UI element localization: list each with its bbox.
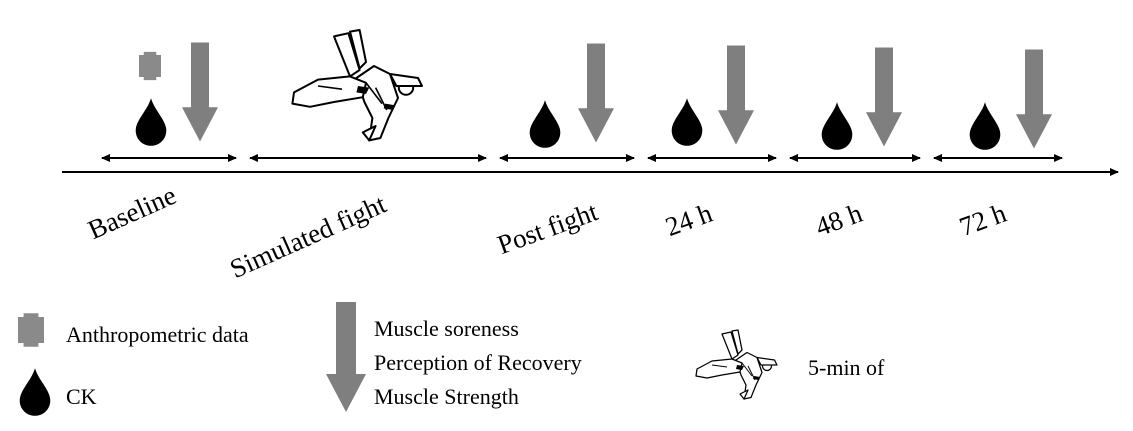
legend-judo-throw-icon — [695, 329, 778, 400]
down-arrow-icon — [182, 42, 218, 142]
legend-measure-perception-of-recovery: Perception of Recovery — [374, 350, 582, 375]
judo-throw-icon — [291, 28, 424, 142]
legend-measure-muscle-strength: Muscle Strength — [374, 384, 519, 409]
blood-drop-icon-72h — [969, 102, 1001, 150]
legend-blood-drop-icon — [19, 368, 51, 416]
down-arrow-icon-48h — [866, 47, 902, 147]
legend-plate-icon — [18, 313, 44, 347]
blood-drop-icon-24h — [671, 98, 703, 146]
legend-fight-label: 5-min of — [808, 355, 885, 380]
legend-ck-label: CK — [66, 384, 97, 409]
blood-drop-icon — [135, 98, 167, 146]
plate-icon — [139, 51, 161, 81]
down-arrow-icon-post-fight — [578, 43, 614, 143]
legend-measure-muscle-soreness: Muscle soreness — [374, 316, 519, 341]
down-arrow-icon-72h — [1016, 49, 1052, 149]
blood-drop-icon-48h — [821, 102, 853, 150]
legend-anthropometric-label: Anthropometric data — [66, 322, 249, 347]
down-arrow-icon-24h — [718, 45, 754, 145]
blood-drop-icon-post-fight — [529, 100, 561, 148]
legend-down-arrow-icon — [326, 302, 366, 412]
